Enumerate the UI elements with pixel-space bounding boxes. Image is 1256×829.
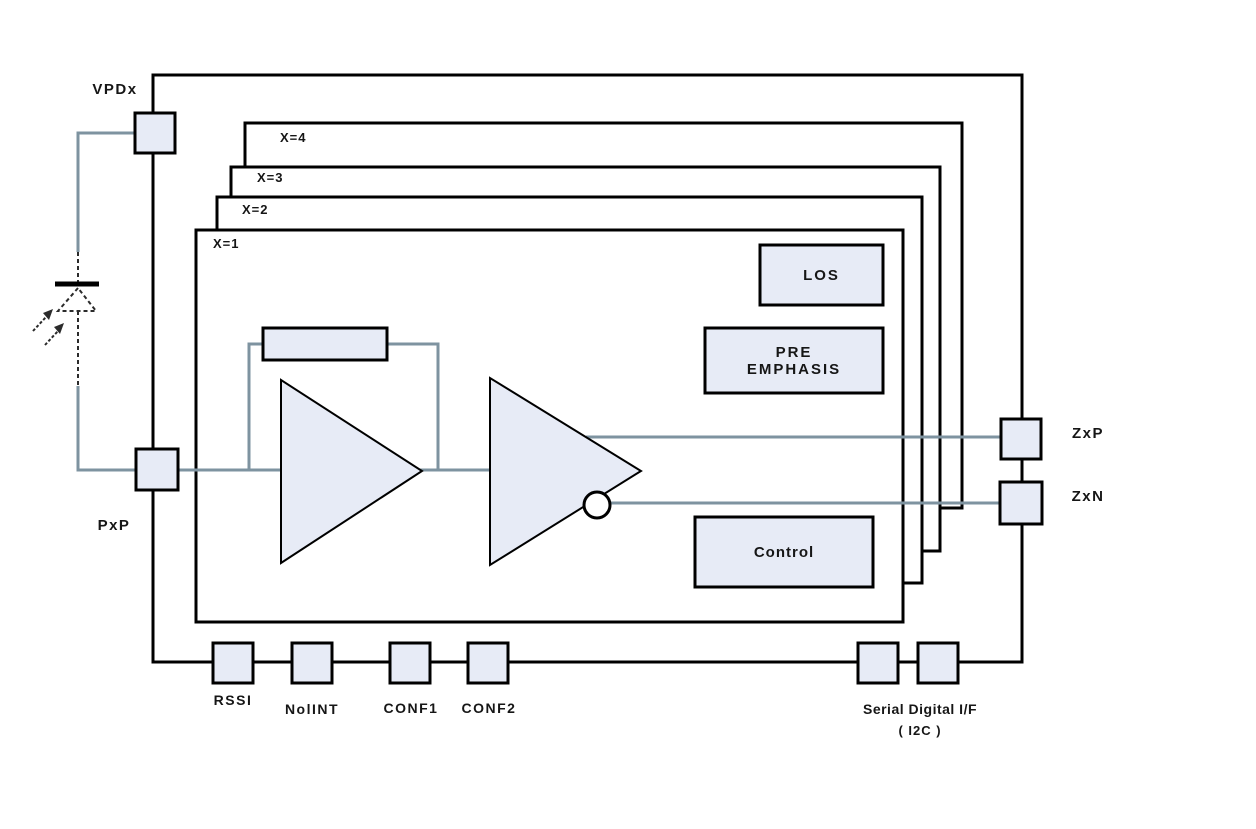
serial-if-pad-2 — [916, 641, 960, 685]
pin-label-conf1: CONF1 — [383, 700, 439, 716]
channel-label-x1: X=1 — [213, 236, 240, 251]
conf1-pad — [388, 641, 432, 685]
pre-emphasis-block-text: PRE EMPHASIS — [746, 343, 842, 378]
feedback-wire-left — [247, 342, 263, 470]
feedback-wire-right — [387, 342, 440, 470]
zxp-pad — [999, 417, 1043, 461]
channel-label-x3: X=3 — [257, 170, 284, 185]
inverter-bubble-icon — [582, 490, 612, 520]
rssi-pad — [211, 641, 255, 685]
photodiode-icon — [55, 252, 99, 388]
channel-label-x4: X=4 — [280, 130, 307, 145]
pin-label-serial-if-sub: ( I2C ) — [898, 723, 942, 738]
los-block-label: LOS — [803, 266, 840, 284]
pin-label-zxn: ZxN — [1071, 488, 1105, 505]
zxn-pad — [998, 480, 1044, 526]
photodiode-input-wire — [76, 386, 281, 472]
output-buffer-icon — [489, 376, 643, 567]
los-int-pad — [290, 641, 334, 685]
pin-label-pxp: PxP — [97, 517, 131, 534]
vpdx-pad — [133, 111, 177, 155]
control-block-box — [693, 515, 875, 589]
pin-label-rssi: RSSI — [213, 692, 253, 708]
feedback-resistor-icon — [261, 326, 389, 362]
pre-emphasis-block-box — [703, 326, 885, 395]
serial-if-pad-1 — [856, 641, 900, 685]
pin-label-vpdx: VPDx — [92, 81, 138, 98]
channel-label-x2: X=2 — [242, 202, 269, 217]
los-block-box — [758, 243, 885, 307]
conf2-pad — [466, 641, 510, 685]
pin-label-los-int: NolINT — [284, 701, 340, 717]
pin-label-conf2: CONF2 — [461, 700, 517, 716]
pin-label-serial-if: Serial Digital I/F — [862, 701, 978, 717]
pre-emphasis-block-label: PRE EMPHASIS — [705, 328, 883, 393]
pxp-pad — [134, 447, 180, 492]
tia-amplifier-icon — [280, 378, 424, 565]
vpdx-supply-wire — [76, 131, 135, 252]
light-arrows-icon — [32, 309, 64, 346]
control-block-label: Control — [753, 543, 815, 561]
pin-label-zxp: ZxP — [1071, 425, 1104, 442]
